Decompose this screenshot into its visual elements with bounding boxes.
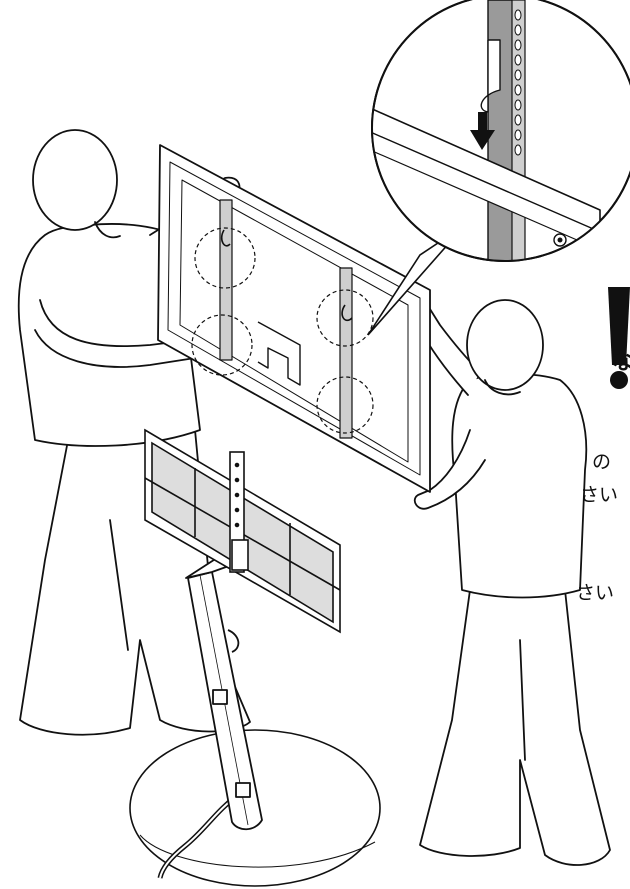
magnifier-callout-icon: [368, 0, 630, 335]
text-fragment: な: [612, 352, 630, 374]
text-fragment: さい: [576, 584, 614, 603]
person-right: [404, 287, 610, 865]
tv-back: [158, 145, 430, 492]
text-fragment: の: [592, 453, 611, 472]
text-fragment: さい: [580, 486, 618, 505]
